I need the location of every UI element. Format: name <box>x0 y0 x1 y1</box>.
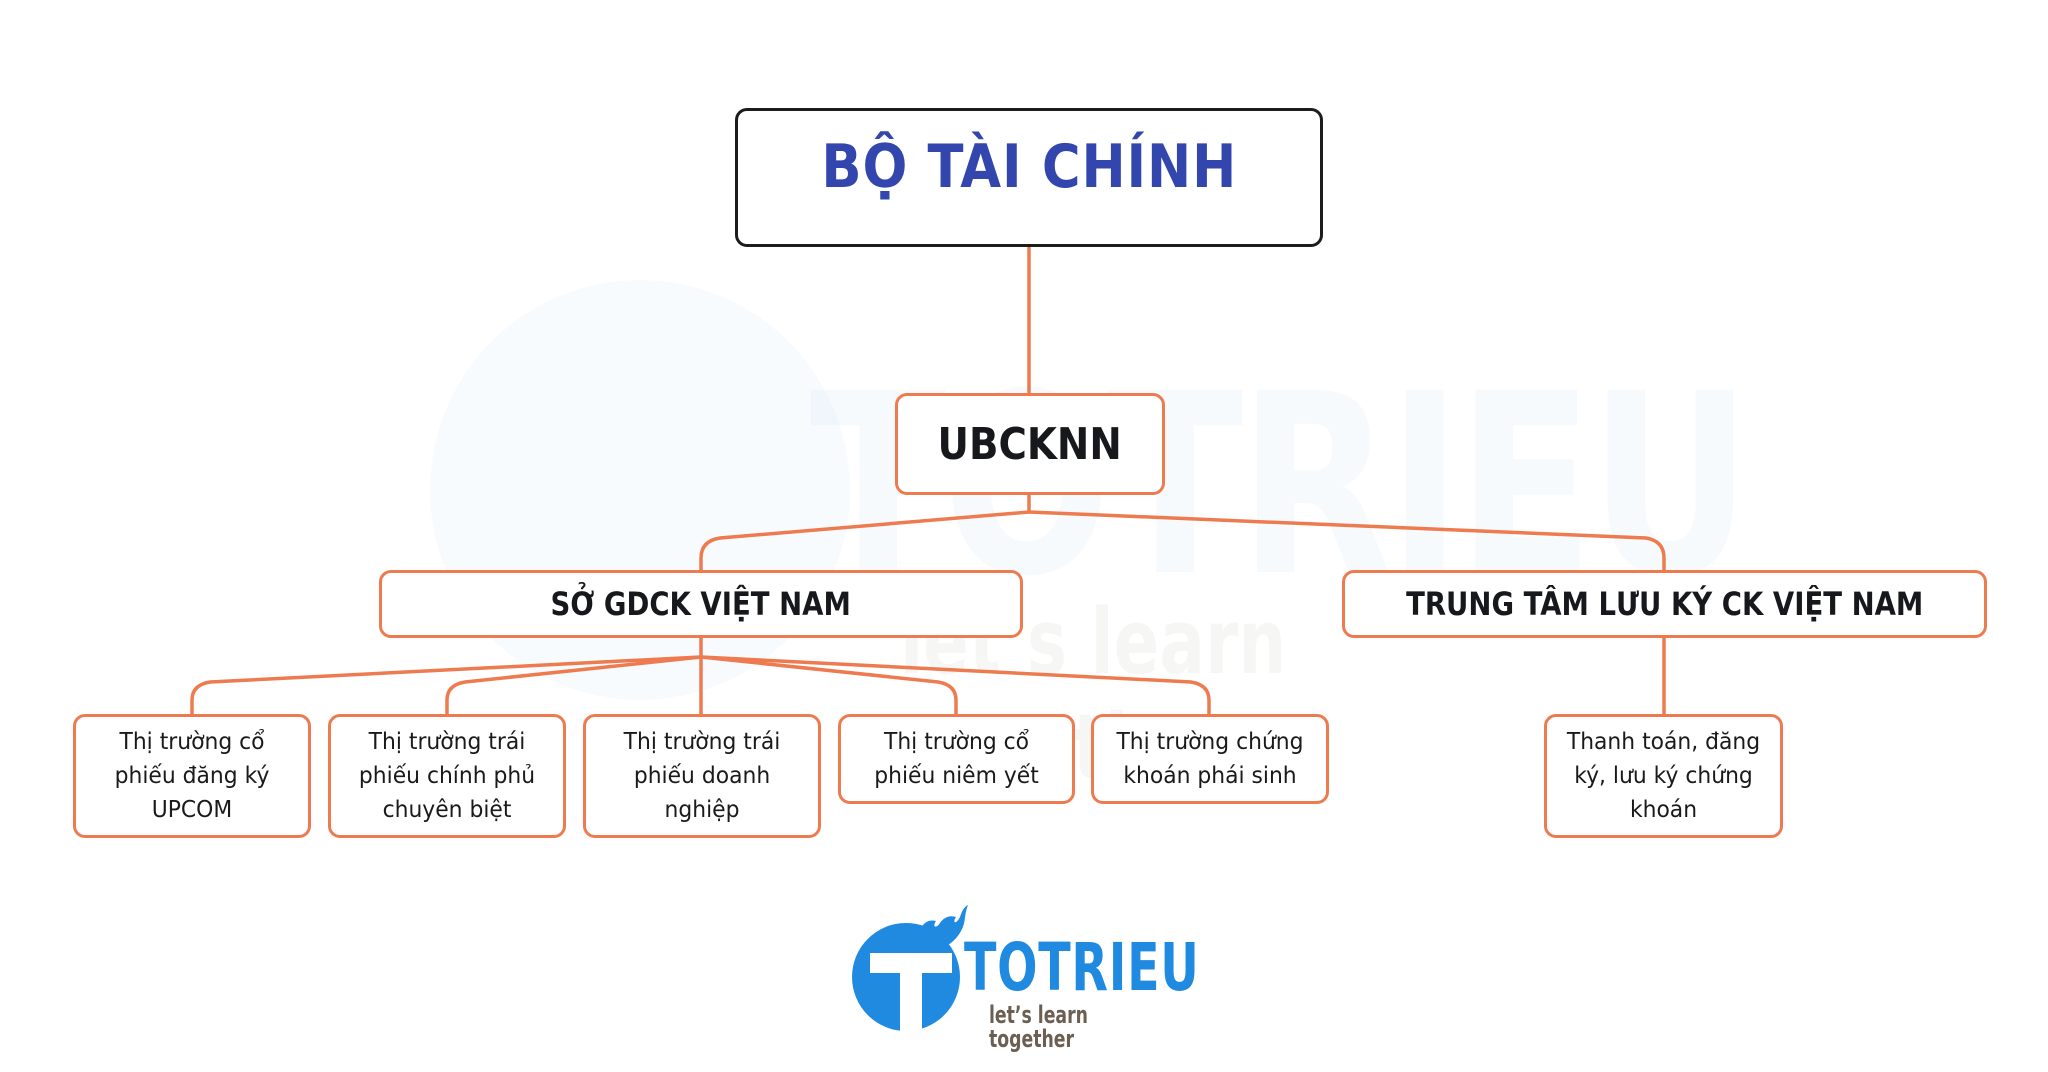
node-leaf-trai-phieu-chinh-phu-label: Thị trường trái phiếu chính phủ chuyên b… <box>358 729 536 823</box>
node-trung-tam-luu-ky: TRUNG TÂM LƯU KÝ CK VIỆT NAM <box>1342 570 1987 638</box>
totrieu-logo: TOTRIEU let’s learn together <box>852 905 1212 1051</box>
node-bo-tai-chinh: BỘ TÀI CHÍNH <box>735 108 1323 247</box>
node-leaf-trai-phieu-doanh-nghiep-label: Thị trường trái phiếu doanh nghiệp <box>623 729 781 823</box>
connector-sogdck-leaf1 <box>190 636 703 716</box>
node-trung-tam-luu-ky-label: TRUNG TÂM LƯU KÝ CK VIỆT NAM <box>1405 585 1924 623</box>
connector-ubcknn-sogdck <box>699 493 1031 572</box>
node-leaf-trai-phieu-chinh-phu: Thị trường trái phiếu chính phủ chuyên b… <box>328 714 566 838</box>
node-ubcknn-label: UBCKNN <box>937 418 1123 470</box>
logo-title: TOTRIEU <box>964 929 1200 1006</box>
logo-tagline: let’s learn together <box>989 1001 1088 1053</box>
node-ubcknn: UBCKNN <box>895 393 1165 495</box>
logo-t-letter-stem <box>900 953 922 1031</box>
node-so-gdck-label: SỞ GDCK VIỆT NAM <box>550 585 852 623</box>
node-so-gdck: SỞ GDCK VIỆT NAM <box>379 570 1023 638</box>
connector-ubcknn-trungtam <box>1027 510 1666 572</box>
node-leaf-upcom-label: Thị trường cổ phiếu đăng ký UPCOM <box>114 729 270 823</box>
node-leaf-co-phieu-niem-yet: Thị trường cổ phiếu niêm yết <box>838 714 1075 804</box>
node-bo-tai-chinh-label: BỘ TÀI CHÍNH <box>821 131 1237 202</box>
node-leaf-co-phieu-niem-yet-label: Thị trường cổ phiếu niêm yết <box>874 729 1039 789</box>
connector-sogdck-leaf5 <box>699 655 1211 716</box>
node-leaf-phai-sinh-label: Thị trường chứng khoán phái sinh <box>1116 729 1304 789</box>
connector-sogdck-leaf4 <box>699 655 958 716</box>
node-leaf-upcom: Thị trường cổ phiếu đăng ký UPCOM <box>73 714 311 838</box>
node-leaf-phai-sinh: Thị trường chứng khoán phái sinh <box>1091 714 1329 804</box>
connector-sogdck-leaf2 <box>445 655 703 716</box>
node-leaf-trai-phieu-doanh-nghiep: Thị trường trái phiếu doanh nghiệp <box>583 714 821 838</box>
node-leaf-thanh-toan-luu-ky: Thanh toán, đăng ký, lưu ký chứng khoán <box>1544 714 1783 838</box>
node-leaf-thanh-toan-luu-ky-label: Thanh toán, đăng ký, lưu ký chứng khoán <box>1566 729 1761 823</box>
